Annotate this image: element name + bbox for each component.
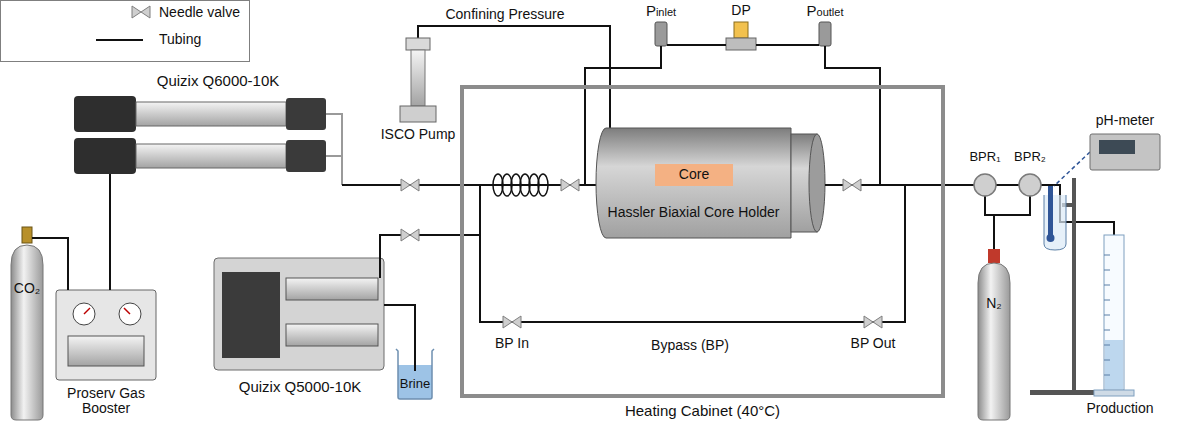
tubing: [46, 238, 68, 280]
bypass-valve: BP In: [492, 313, 532, 361]
tubing: [109, 222, 111, 280]
tubing: [994, 198, 1030, 245]
tubing: [380, 185, 596, 250]
syringe-pump: ISCO Pump: [377, 38, 459, 143]
tubing: [898, 185, 966, 322]
cylinder-label: Production: [1087, 400, 1154, 417]
pump-label: Quizix Q5000-10K: [239, 378, 362, 395]
beaker-label: Brine: [400, 375, 430, 392]
brine-beaker: Brine: [392, 345, 438, 400]
gauge-label: Poutlet: [807, 2, 844, 21]
valve-label: BP In: [495, 335, 529, 352]
dual-pump: Quizix Q6000-10K: [72, 72, 364, 222]
tubing: [825, 60, 880, 185]
core-label: Core: [679, 166, 709, 183]
equipment-icon: [1080, 235, 1160, 421]
needle-valve: [401, 229, 419, 241]
pump-label: ISCO Pump: [381, 126, 456, 143]
equipment-icon: [975, 245, 1013, 420]
legend-text: Tubing: [159, 31, 201, 48]
gas-label: N₂: [986, 295, 1002, 312]
needle-valve: [401, 179, 419, 191]
pump-label: Quizix Q6000-10K: [157, 72, 280, 89]
line-label: Confining Pressure: [442, 6, 567, 23]
gauge-label: Pinlet: [646, 2, 676, 21]
gas-cylinder: N₂: [975, 245, 1013, 420]
regulator-label: BPR₂: [1014, 148, 1046, 165]
cabinet-label: Heating Cabinet (40°C): [625, 402, 780, 419]
pressure-transducer: Pinlet: [640, 2, 682, 60]
legend-text: Needle valve: [159, 4, 240, 21]
equipment-icon: [8, 225, 46, 420]
sample-vial: [1044, 195, 1066, 250]
graduated-cylinder: Production: [1080, 235, 1160, 421]
differential-transducer: DP: [720, 2, 762, 60]
needle-valve: [561, 179, 579, 191]
valve-label: BP Out: [851, 335, 896, 352]
equipment-icon: [212, 250, 388, 400]
lab-stand: [1030, 178, 1094, 395]
tubing: [762, 44, 800, 46]
tubing: [532, 321, 848, 323]
needle-valve: [843, 179, 861, 191]
meter-label: pH-meter: [1096, 112, 1154, 129]
pressure-transducer: Poutlet: [800, 2, 850, 60]
tubing: [380, 235, 492, 322]
equipment-icon: [392, 345, 438, 400]
back-pressure-regulator: BPR₁: [966, 148, 1004, 198]
tubing: [985, 198, 994, 245]
gas-cylinder: CO₂: [8, 225, 46, 420]
tubing: [418, 26, 610, 128]
probe-cable: [1054, 152, 1090, 186]
core-holder: Hassler Biaxial Core Holder Core: [596, 128, 836, 238]
tubing: [388, 305, 415, 345]
equipment-icon: [72, 72, 364, 222]
core-sample: Core: [655, 164, 733, 186]
gas-booster: Proserv Gas Booster: [50, 280, 162, 416]
regulator-label: BPR₁: [969, 148, 1000, 165]
tubing-coil: [493, 174, 548, 196]
holder-label: Hassler Biaxial Core Holder: [608, 204, 780, 221]
legend: Needle valveTubing: [0, 0, 250, 62]
tubing: [682, 44, 720, 46]
dual-pump: Quizix Q5000-10K: [212, 250, 388, 400]
tubing: [1004, 184, 1011, 186]
booster-label: Proserv Gas Booster: [50, 386, 162, 416]
gauge-label: DP: [731, 2, 750, 19]
back-pressure-regulator: BPR₂: [1011, 148, 1049, 198]
line-label: Bypass (BP): [648, 337, 732, 354]
ph-probe: [1047, 186, 1055, 242]
gas-label: CO₂: [14, 280, 40, 297]
ph-meter: pH-meter: [1085, 112, 1165, 174]
bypass-valve: BP Out: [848, 313, 898, 361]
